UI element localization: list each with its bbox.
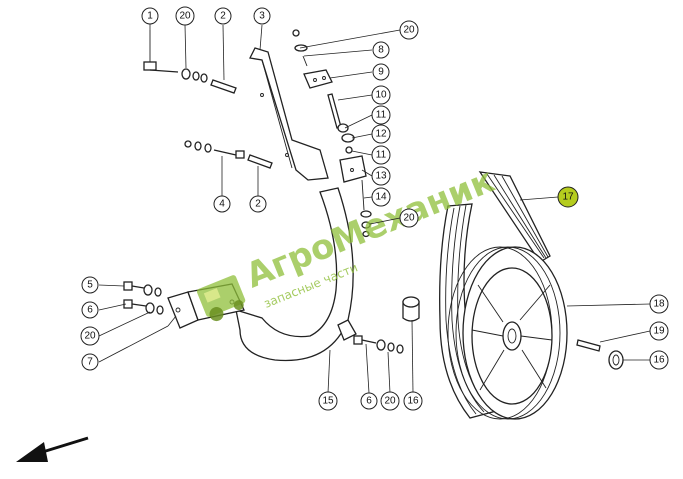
callout-20-bottom: 20 (380, 391, 400, 411)
callout-17-highlighted: 17 (557, 186, 579, 208)
svg-text:4: 4 (219, 199, 225, 210)
svg-text:19: 19 (653, 326, 665, 337)
bolt-part-1 (143, 30, 179, 73)
callout-11-lower: 11 (371, 145, 391, 165)
svg-text:6: 6 (366, 396, 372, 407)
svg-text:11: 11 (376, 150, 387, 161)
callout-20-top-right: 20 (399, 20, 419, 40)
svg-text:8: 8 (378, 45, 384, 56)
belts-part-17 (439, 171, 551, 419)
bracket-part-3 (249, 47, 329, 181)
svg-text:11: 11 (376, 110, 387, 121)
callout-2-top: 2 (214, 7, 232, 25)
callout-1-top: 1 (141, 7, 159, 25)
callout-16-bottom: 16 (403, 391, 423, 411)
callout-10: 10 (371, 85, 391, 105)
callout-20-left: 20 (80, 326, 100, 346)
svg-text:14: 14 (375, 192, 387, 203)
callout-11-upper: 11 (371, 105, 391, 125)
bolt-part-6-bottom (353, 335, 404, 354)
svg-text:15: 15 (322, 396, 334, 407)
svg-text:10: 10 (375, 90, 387, 101)
svg-text:3: 3 (259, 11, 265, 22)
callout-2-mid: 2 (249, 195, 267, 213)
callout-15: 15 (318, 391, 338, 411)
bolt-part-6-left (123, 299, 164, 315)
callout-20-right: 20 (399, 208, 419, 228)
callout-18: 18 (649, 294, 669, 314)
callout-14: 14 (371, 187, 391, 207)
callout-6-bottom: 6 (360, 392, 378, 410)
svg-text:20: 20 (84, 331, 96, 342)
sleeve-part-16-right (608, 350, 624, 370)
svg-text:5: 5 (87, 280, 93, 291)
svg-text:1: 1 (147, 11, 153, 22)
watermark-logo-icon (196, 275, 246, 322)
svg-text:16: 16 (407, 396, 419, 407)
callout-19: 19 (649, 321, 669, 341)
belt-guard-part-15 (235, 187, 357, 362)
svg-text:9: 9 (378, 67, 384, 78)
callout-16-right: 16 (649, 350, 669, 370)
callout-12: 12 (371, 124, 391, 144)
callout-4: 4 (213, 195, 231, 213)
svg-text:20: 20 (179, 11, 191, 22)
callout-5: 5 (81, 276, 99, 294)
svg-text:18: 18 (653, 299, 665, 310)
pin-part-2-mid (247, 154, 273, 169)
pulley-part-18 (447, 246, 568, 420)
small-parts-stack (292, 29, 372, 238)
svg-text:20: 20 (403, 213, 415, 224)
callout-13: 13 (371, 166, 391, 186)
svg-text:13: 13 (375, 171, 387, 182)
bolt-part-4 (184, 140, 245, 159)
callout-6-left: 6 (81, 301, 99, 319)
washer-part-20-top (181, 68, 208, 83)
direction-arrow-icon (16, 436, 89, 462)
callout-3: 3 (253, 7, 271, 25)
sleeve-part-16-bottom (402, 296, 420, 322)
callout-9: 9 (372, 63, 390, 81)
svg-text:12: 12 (375, 129, 387, 140)
svg-text:7: 7 (87, 357, 93, 368)
callout-8: 8 (372, 41, 390, 59)
svg-text:2: 2 (255, 199, 261, 210)
pin-part-19 (576, 339, 601, 352)
leader-lines (98, 23, 651, 394)
svg-text:2: 2 (220, 11, 226, 22)
svg-text:6: 6 (87, 305, 93, 316)
bolt-part-5 (123, 281, 162, 297)
svg-text:17: 17 (562, 192, 574, 203)
svg-text:20: 20 (384, 396, 396, 407)
svg-text:20: 20 (403, 25, 415, 36)
pin-part-2-top (210, 79, 237, 94)
callout-20-top-left: 20 (175, 6, 195, 26)
svg-text:16: 16 (653, 355, 665, 366)
callout-7: 7 (81, 353, 99, 371)
